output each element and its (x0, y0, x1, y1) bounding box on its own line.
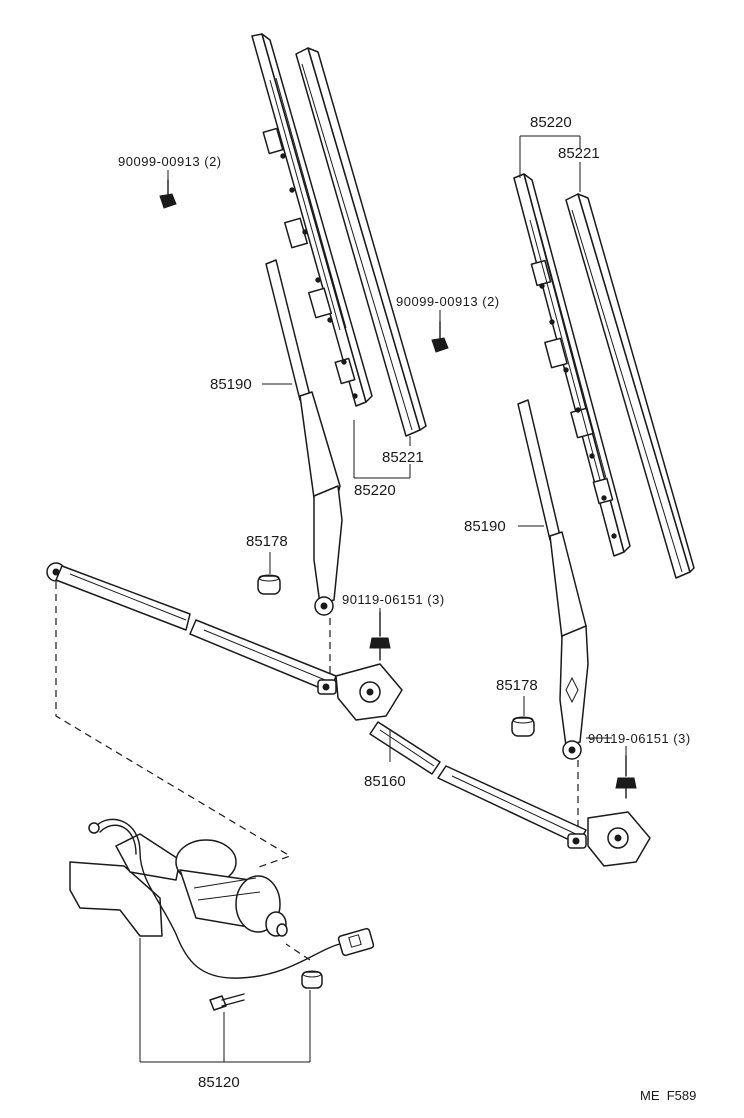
leader-lines (139, 135, 627, 1063)
cap-left-icon (257, 574, 281, 595)
label-blade-right-assy: 85220 (530, 114, 572, 131)
motor-bolt-icon (209, 993, 245, 1011)
footer-code: ME F589 (640, 1088, 696, 1103)
label-bolt-top-right: 90099-00913 (2) (396, 294, 500, 309)
left-wiper-blade (251, 33, 427, 437)
nut-left-icon (369, 611, 391, 661)
label-link-rod: 85160 (364, 773, 406, 790)
bolt-top-left-icon (159, 179, 177, 209)
assembly-dashes (55, 582, 579, 961)
right-wiper-arm (517, 399, 589, 760)
label-arm-left: 85190 (210, 376, 252, 393)
label-cap-left: 85178 (246, 533, 288, 550)
label-blade-left-assy: 85220 (354, 482, 396, 499)
label-refill-left: 85221 (382, 449, 424, 466)
label-refill-right: 85221 (558, 145, 600, 162)
label-cap-right: 85178 (496, 677, 538, 694)
nut-right-icon (615, 755, 637, 799)
label-bolt-top-left: 90099-00913 (2) (118, 154, 222, 169)
label-nut-right: 90119-06151 (3) (588, 731, 691, 746)
cap-right-icon (511, 716, 535, 737)
wiper-motor (69, 818, 375, 979)
label-motor: 85120 (198, 1074, 240, 1091)
bolt-top-right-icon (431, 321, 449, 353)
label-nut-left: 90119-06151 (3) (342, 592, 445, 607)
part-labels: 90099-00913 (2) 85220 85221 90099-00913 … (118, 114, 696, 1103)
right-wiper-blade (513, 173, 695, 579)
wiper-link-rod (46, 562, 651, 867)
motor-grommet-icon (301, 970, 323, 989)
left-wiper-arm (265, 259, 343, 616)
label-arm-right: 85190 (464, 518, 506, 535)
